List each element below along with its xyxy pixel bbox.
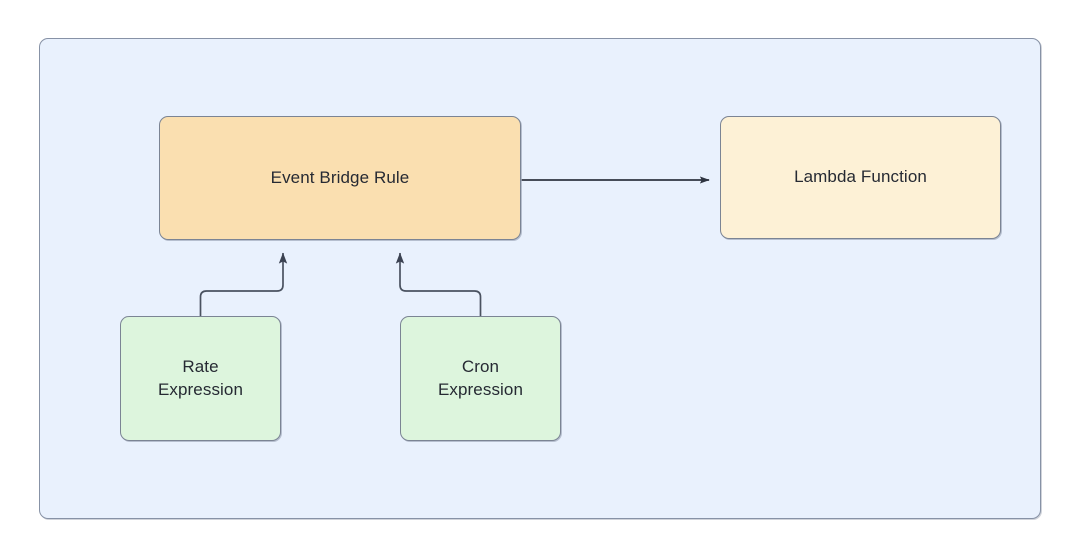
node-lambda-function-label: Lambda Function (794, 167, 927, 187)
diagram-group-container (39, 38, 1041, 519)
node-event-bridge-rule[interactable]: Event Bridge Rule (159, 116, 521, 240)
node-cron-expression-label: Cron Expression (437, 356, 524, 399)
node-lambda-function[interactable]: Lambda Function (720, 116, 1001, 239)
node-rate-expression[interactable]: Rate Expression (120, 316, 281, 441)
node-event-bridge-rule-label: Event Bridge Rule (270, 167, 410, 187)
node-cron-expression[interactable]: Cron Expression (400, 316, 561, 441)
node-rate-expression-label: Rate Expression (157, 356, 244, 399)
